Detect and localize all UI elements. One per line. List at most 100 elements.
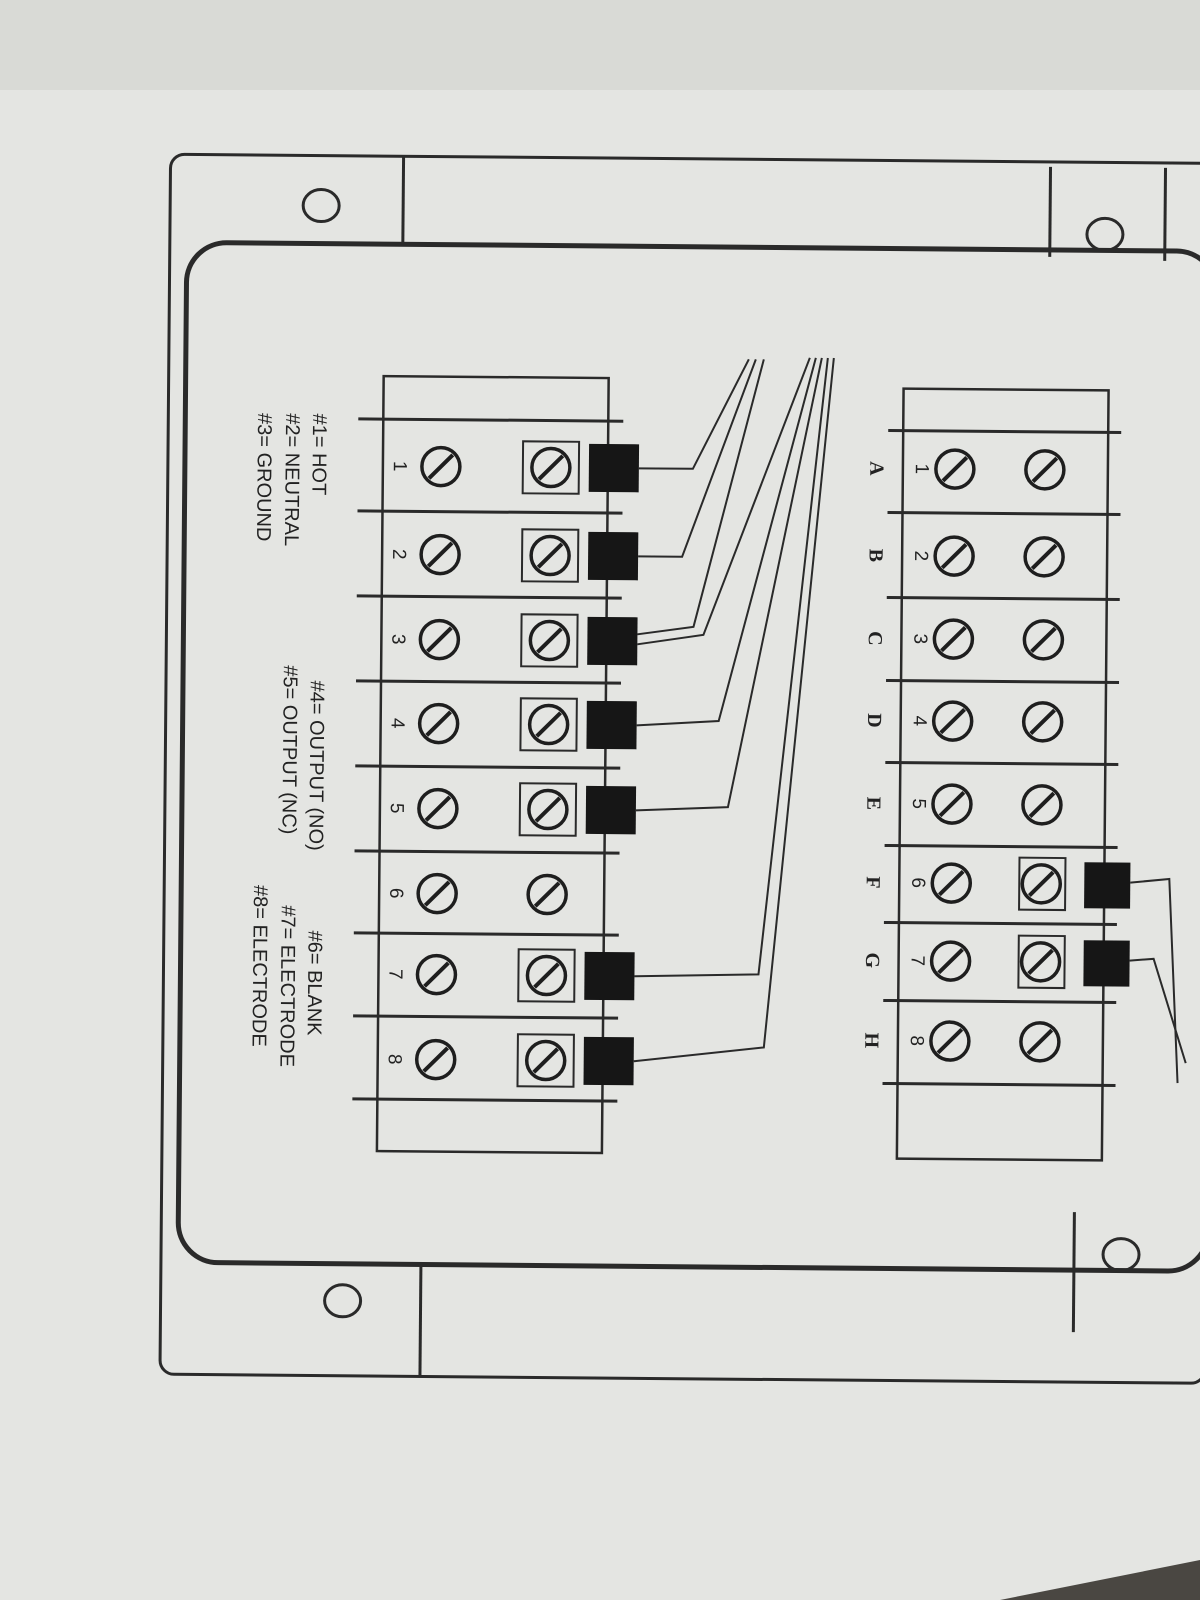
terminal-screw-icon-ring	[528, 619, 571, 662]
legend-entry: #3= GROUND	[252, 413, 275, 542]
terminal-screw-icon	[525, 954, 568, 997]
terminal-screw-icon	[526, 873, 568, 916]
top-block-divider	[882, 1081, 1116, 1088]
legend-entry: #6= BLANK	[303, 930, 326, 1036]
terminal-screw-icon	[930, 862, 973, 904]
row-letter-label: C	[864, 631, 886, 646]
terminal-screw-icon-ring	[1019, 1021, 1061, 1063]
bottom-block-divider	[358, 417, 624, 423]
terminal-screw-icon-slot	[939, 707, 966, 735]
terminal-screw-icon-ring	[1022, 619, 1065, 661]
terminal-screw-icon-slot	[426, 541, 454, 568]
terminal-screw-icon	[528, 619, 571, 662]
legend-entry: #8= ELECTRODE	[248, 885, 271, 1047]
mounting-hole-icon	[1085, 216, 1125, 252]
terminal-screw-icon-ring	[415, 953, 458, 996]
bottom-terminal-number: 4	[387, 718, 408, 729]
clamp-frame	[1017, 934, 1066, 990]
wire-connector-block	[587, 616, 638, 666]
row-letter-label: G	[861, 953, 883, 969]
bottom-block-divider	[356, 594, 622, 600]
terminal-screw-icon	[415, 953, 458, 996]
terminal-screw-icon-ring	[420, 445, 462, 488]
bottom-terminal-block	[375, 374, 610, 1155]
terminal-screw-icon	[1021, 701, 1064, 743]
terminal-screw-icon	[530, 446, 572, 489]
wire-line	[638, 358, 757, 558]
terminal-screw-icon	[524, 1039, 567, 1082]
bottom-block-divider	[357, 509, 623, 515]
terminal-screw-icon	[529, 534, 571, 577]
terminal-screw-icon-slot	[1029, 708, 1056, 735]
top-terminal-number: 4	[909, 715, 930, 726]
terminal-screw-icon	[1023, 536, 1065, 578]
clamp-frame	[517, 948, 576, 1003]
enclosure-inner-panel	[175, 240, 1200, 1274]
clamp-frame	[519, 697, 578, 752]
bottom-terminal-number: 3	[387, 634, 408, 645]
terminal-screw-icon	[527, 788, 569, 831]
terminal-screw-icon-ring	[419, 533, 461, 576]
terminal-screw-icon-ring	[529, 534, 571, 577]
terminal-screw-icon-ring	[929, 1020, 971, 1062]
top-block-divider	[884, 843, 1118, 850]
wire-connector-block	[585, 785, 637, 835]
bottom-terminal-number: 5	[386, 803, 407, 814]
wire-harness	[633, 357, 1187, 1084]
wire-line	[633, 357, 835, 1063]
wire-connector-block	[1083, 940, 1130, 987]
terminal-screw-icon-slot	[536, 627, 563, 654]
terminal-screw-icon	[417, 702, 460, 745]
bottom-terminal-number: 8	[384, 1054, 405, 1065]
bottom-block-screws	[414, 440, 640, 1088]
bottom-terminal-number: 7	[384, 969, 405, 980]
corner-tab-divider	[401, 156, 406, 245]
terminal-screw-icon	[416, 872, 458, 915]
terminal-screw-icon	[417, 787, 459, 830]
legend-entry: #4= OUTPUT (NO)	[304, 680, 327, 850]
terminal-screw-icon-slot	[422, 1046, 449, 1073]
terminal-screw-icon	[933, 535, 975, 577]
terminal-screw-icon-slot	[937, 947, 964, 975]
terminal-screw-icon-slot	[1031, 456, 1059, 483]
top-terminal-number: 1	[911, 463, 932, 474]
terminal-screw-icon-ring	[417, 702, 460, 745]
wire-connector-block	[587, 531, 639, 581]
wire-line	[1129, 957, 1187, 1064]
terminal-screw-icon	[418, 618, 461, 661]
terminal-screw-icon-ring	[524, 1039, 567, 1082]
row-letter-label: A	[865, 461, 887, 476]
bottom-terminal-number: 6	[385, 888, 406, 899]
terminal-screw-icon-ring	[1021, 701, 1064, 743]
top-block-divider	[883, 998, 1117, 1005]
terminal-screw-icon-slot	[537, 454, 565, 481]
terminal-screw-icon-slot	[427, 453, 455, 480]
wire-connector-block	[583, 1036, 634, 1086]
terminal-screw-icon-slot	[941, 455, 969, 483]
clamp-frame	[516, 1033, 575, 1088]
terminal-screw-icon-ring	[525, 954, 568, 997]
terminal-screw-icon	[420, 445, 462, 488]
bottom-block-divider	[355, 764, 621, 770]
top-block-divider	[883, 920, 1117, 927]
terminal-screw-icon	[1019, 941, 1062, 983]
top-block-divider	[886, 678, 1120, 685]
top-block-divider	[888, 429, 1122, 435]
corner-tab-divider	[1163, 167, 1168, 261]
top-block-divider	[886, 595, 1120, 602]
terminal-screw-icon-ring	[418, 618, 461, 661]
terminal-screw-icon-slot	[425, 710, 452, 737]
top-terminal-number: 5	[908, 798, 929, 809]
terminal-screw-icon-slot	[536, 542, 564, 569]
terminal-screw-icon-ring	[1021, 784, 1063, 826]
terminal-screw-icon-slot	[533, 962, 560, 989]
terminal-screw-icon	[929, 940, 972, 982]
terminal-screw-icon	[1024, 449, 1066, 491]
terminal-screw-icon-ring	[933, 535, 975, 577]
terminal-screw-icon	[419, 533, 461, 576]
row-letter-label: D	[863, 713, 885, 728]
bottom-block-divider	[353, 1014, 619, 1020]
terminal-screw-icon-ring	[934, 448, 976, 490]
clamp-frame	[518, 782, 578, 837]
